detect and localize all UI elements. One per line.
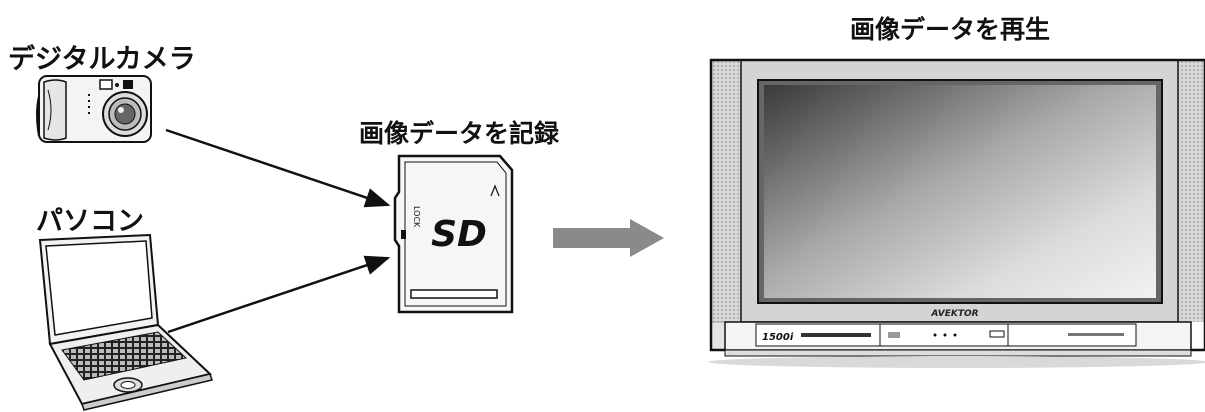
- sd-card-icon: SD LOCK: [393, 154, 514, 314]
- pc-to-sd-arrow: [167, 255, 391, 334]
- tv-icon: AVEKTOR 1500i: [708, 58, 1205, 368]
- playback-image-data-label: 画像データを再生: [850, 15, 1051, 44]
- digital-camera-icon: [36, 75, 152, 143]
- sd-lock-label: LOCK: [412, 206, 421, 228]
- record-image-data-label: 画像データを記録: [359, 119, 560, 148]
- digital-camera-label: デジタルカメラ: [8, 44, 196, 75]
- sd-logo: SD: [431, 214, 487, 255]
- camera-to-sd-arrow: [165, 128, 391, 208]
- transfer-arrow: [553, 219, 664, 257]
- pc-label: パソコン: [36, 206, 144, 237]
- tv-model-label: 1500i: [762, 332, 794, 343]
- tv-brand-logo: AVEKTOR: [930, 309, 978, 319]
- laptop-icon: [38, 233, 213, 411]
